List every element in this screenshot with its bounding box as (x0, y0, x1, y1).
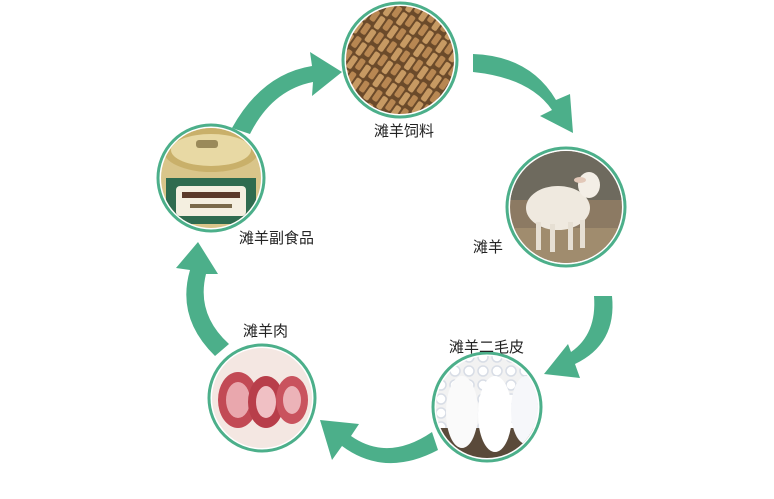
feed-pellets-image (346, 6, 454, 114)
mutton-rolls-image (212, 348, 312, 448)
label-feed: 滩羊饲料 (374, 122, 435, 140)
arrow-meat-to-byproduct (176, 242, 229, 356)
label-meat: 滩羊肉 (243, 322, 289, 340)
label-byproduct: 滩羊副食品 (239, 229, 315, 247)
node-sheep (505, 146, 627, 268)
node-feed (341, 1, 459, 119)
arrow-byproduct-to-feed (232, 52, 342, 134)
arrow-feed-to-sheep (473, 54, 573, 133)
arrow-sheep-to-fur (544, 296, 613, 378)
node-meat (207, 343, 317, 453)
node-fur (431, 351, 543, 463)
canned-mutton-image (161, 128, 261, 228)
arrow-fur-to-meat (320, 420, 438, 464)
label-sheep: 滩羊 (473, 238, 504, 256)
label-fur: 滩羊二毛皮 (449, 338, 525, 356)
node-byproduct (156, 123, 266, 233)
